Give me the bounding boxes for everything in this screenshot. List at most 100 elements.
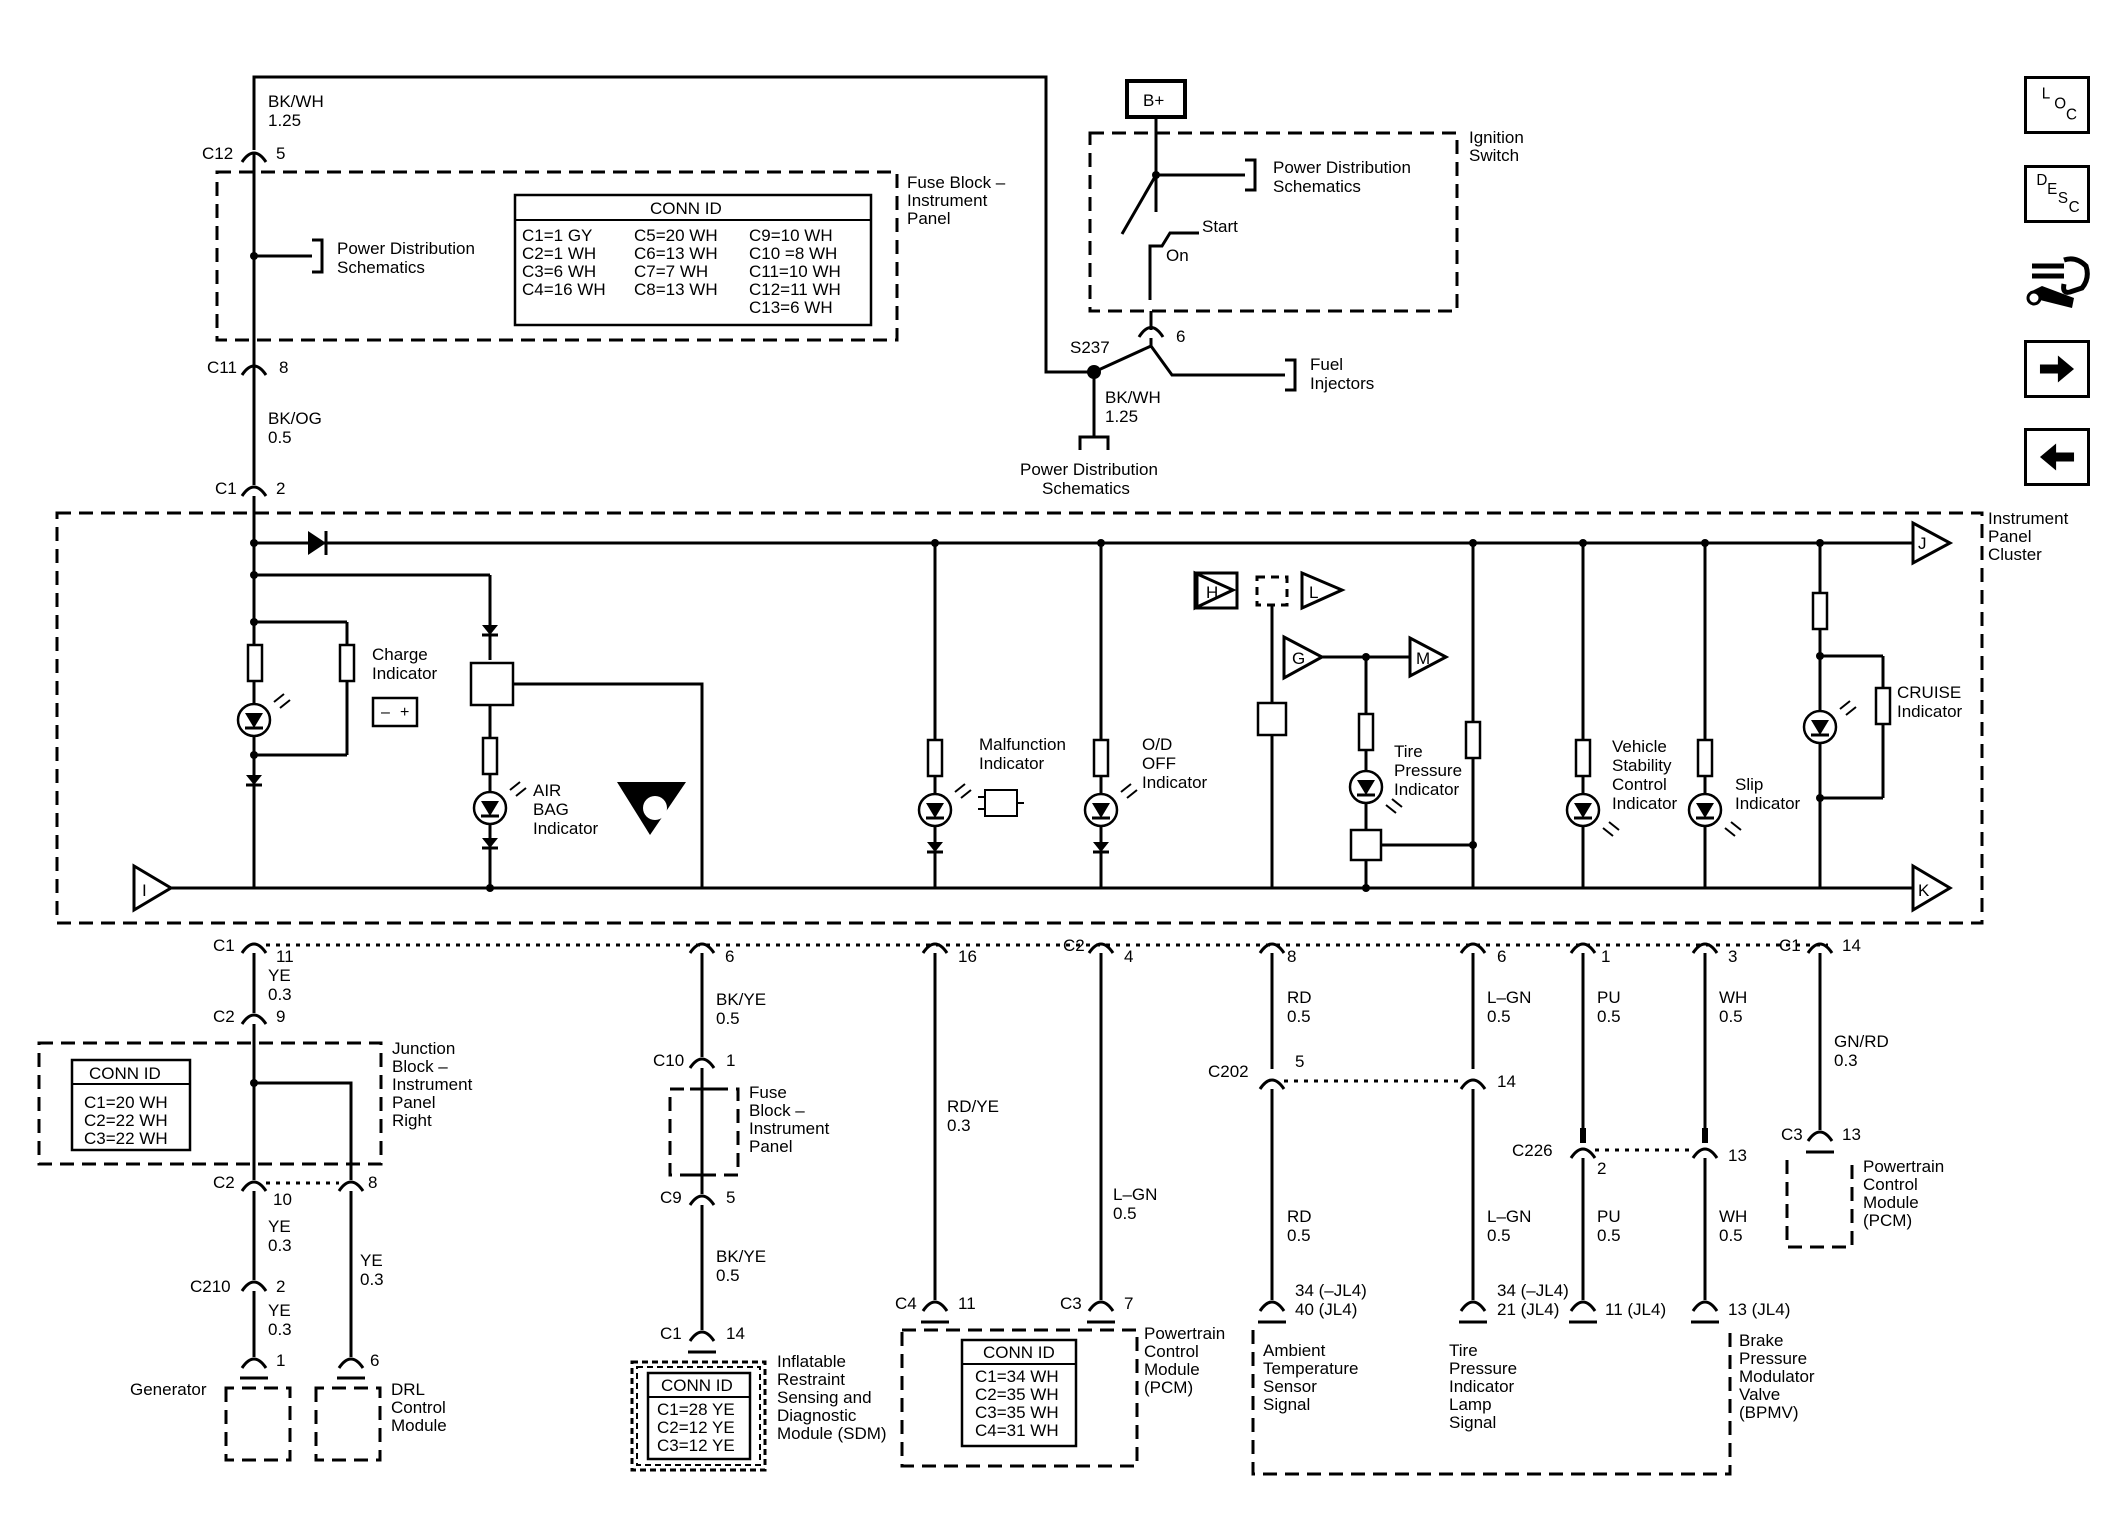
pin-label: 4 <box>1124 947 1133 966</box>
pin-label: 2 <box>1597 1159 1606 1178</box>
wire-label: BK/WH <box>268 92 324 111</box>
wire-gauge: 0.5 <box>268 428 292 447</box>
wire-gauge: 0.5 <box>716 1266 740 1285</box>
connector-wh-end <box>1691 1300 1719 1312</box>
flag-g-label: G <box>1292 649 1305 668</box>
svg-text:C1=28 YE: C1=28 YE <box>657 1400 735 1419</box>
ignition-switch-box <box>1088 131 1459 313</box>
cluster-title-1: Instrument <box>1988 509 2069 528</box>
flag-i <box>132 863 174 913</box>
charge-line1: Charge <box>372 645 428 664</box>
connector-c202-5 <box>1258 1078 1286 1090</box>
wire-label: RD/YE <box>947 1097 999 1116</box>
connector-label: C10 <box>653 1051 684 1070</box>
switch-blade <box>1120 174 1158 235</box>
arrow-right-icon <box>2039 355 2075 383</box>
svg-text:C1=1 GY: C1=1 GY <box>522 226 592 245</box>
fb2-line4: Panel <box>749 1137 792 1156</box>
loc-button[interactable]: L O C <box>2024 76 2090 134</box>
pin-label: 16 <box>958 947 977 966</box>
pin-label: 14 <box>1842 936 1861 955</box>
wire-gauge: 0.3 <box>268 985 292 1004</box>
connector-drl <box>337 1357 365 1369</box>
airbag-line3: Indicator <box>533 819 599 838</box>
wire-gauge: 0.3 <box>947 1116 971 1135</box>
bplus-box <box>1125 79 1187 119</box>
svg-text:C6=13 WH: C6=13 WH <box>634 244 718 263</box>
connector-label: C2 <box>213 1173 235 1192</box>
pin-label: 3 <box>1728 947 1737 966</box>
drl-line2: Control <box>391 1398 446 1417</box>
generator-label: Generator <box>130 1380 207 1399</box>
connector-tp <box>1459 1300 1487 1312</box>
pin-label: 1 <box>726 1051 735 1070</box>
tire-pressure-circuit <box>1193 570 1473 892</box>
fuse-block-2-box <box>668 1087 740 1177</box>
loc-letter-l: L <box>2042 86 2050 103</box>
wire-label: PU <box>1597 988 1621 1007</box>
wiring-tools-button[interactable] <box>2024 248 2094 318</box>
connector-c3-13 <box>1806 1130 1834 1142</box>
fb2-line3: Instrument <box>749 1119 830 1138</box>
wire-gauge: 1.25 <box>268 111 301 130</box>
svg-text:C3=35 WH: C3=35 WH <box>975 1403 1059 1422</box>
vsc-line3: Control <box>1612 775 1667 794</box>
connector-label: C1 <box>213 936 235 955</box>
bpmv-line5: (BPMV) <box>1739 1403 1799 1422</box>
connector-label: C2 <box>1063 936 1085 955</box>
pin-label: 5 <box>276 144 285 163</box>
fuse-block-title-3: Panel <box>907 209 950 228</box>
flag-k <box>1911 863 1953 913</box>
vsc-line1: Vehicle <box>1612 737 1667 756</box>
svg-text:+: + <box>400 704 409 721</box>
desc-letter-c: C <box>2069 199 2080 216</box>
tire-line3: Indicator <box>1394 780 1460 799</box>
pin-label: 2 <box>276 1277 285 1296</box>
connector-label: C11 <box>207 358 237 377</box>
connector-label: C3 <box>1781 1125 1803 1144</box>
slip-line1: Slip <box>1735 775 1763 794</box>
connector-c4-11 <box>921 1300 949 1312</box>
pcm-line3: Module <box>1144 1360 1200 1379</box>
wire-gauge: 0.3 <box>1834 1051 1858 1070</box>
sdm-line2: Restraint <box>777 1370 845 1389</box>
connector-c3-7 <box>1087 1300 1115 1312</box>
svg-text:C11=10 WH: C11=10 WH <box>749 262 841 281</box>
cruise-line1: CRUISE <box>1897 683 1961 702</box>
connector-c226-2 <box>1569 1147 1597 1159</box>
desc-letter-e: E <box>2047 181 2057 198</box>
drl-line1: DRL <box>391 1380 425 1399</box>
bplus-label: B+ <box>1143 91 1164 110</box>
desc-letter-s: S <box>2058 190 2068 207</box>
desc-button[interactable]: D E S C <box>2024 165 2090 223</box>
connector-c210 <box>240 1280 268 1292</box>
wire-label: BK/WH <box>1105 388 1161 407</box>
tpl-line1: Tire <box>1449 1341 1478 1360</box>
engine-icon <box>984 789 1018 817</box>
ground-bus-junctions <box>486 884 494 892</box>
connector-label: C202 <box>1208 1062 1249 1081</box>
wire-gauge: 0.5 <box>1597 1226 1621 1245</box>
slip-line2: Indicator <box>1735 794 1801 813</box>
loc-letter-o: O <box>2054 96 2066 113</box>
pin-label: 5 <box>1295 1052 1304 1071</box>
fuse-block-title-1: Fuse Block – <box>907 173 1006 192</box>
flag-i-label: I <box>142 881 147 900</box>
wire-gauge: 0.5 <box>1719 1007 1743 1026</box>
forward-button[interactable] <box>2024 340 2090 398</box>
sdm-line5: Module (SDM) <box>777 1424 887 1443</box>
connector-c1-14-sdm <box>688 1330 716 1342</box>
cluster-output-connectors <box>240 942 1834 954</box>
pds2-line2: Schematics <box>1273 177 1361 196</box>
charge-indicator-circuit: – + <box>236 571 492 787</box>
ats-pin2: 40 (JL4) <box>1295 1300 1357 1319</box>
fb2-line1: Fuse <box>749 1083 787 1102</box>
back-button[interactable] <box>2024 428 2090 486</box>
jb-line4: Panel <box>392 1093 435 1112</box>
tp-pin1: 34 (–JL4) <box>1497 1281 1569 1300</box>
pin-label: 1 <box>276 1351 285 1370</box>
drl-line3: Module <box>391 1416 447 1435</box>
od-line2: OFF <box>1142 754 1176 773</box>
jb-line5: Right <box>392 1111 432 1130</box>
wire-gauge: 0.3 <box>360 1270 384 1289</box>
